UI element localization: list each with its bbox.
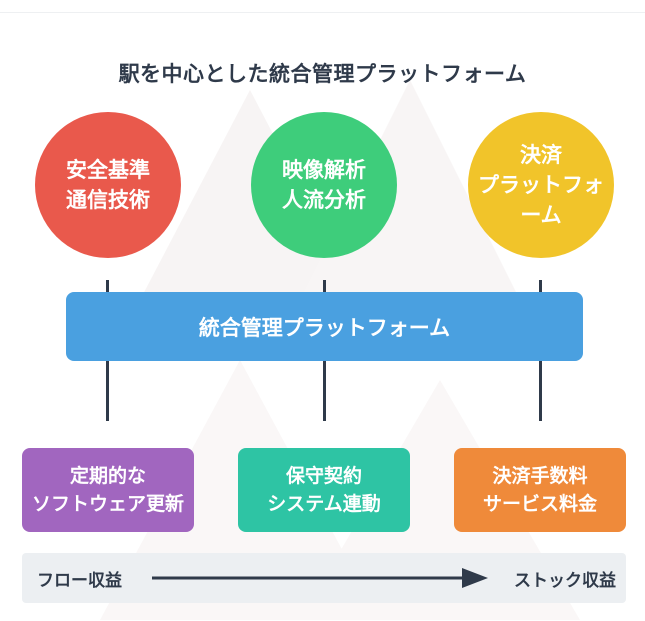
connector-line xyxy=(106,361,109,421)
revenue-box-payment-fees: 決済手数料 サービス料金 xyxy=(454,448,626,532)
revenue-box-software-updates: 定期的な ソフトウェア更新 xyxy=(22,448,194,532)
tech-label-line2: 人流分析 xyxy=(282,188,366,212)
tech-label-line2: 通信技術 xyxy=(66,188,150,212)
tech-label-line1: 決済 xyxy=(520,143,562,167)
connector-line xyxy=(539,361,542,421)
tech-label-line1: 安全基準 xyxy=(66,158,150,182)
tech-label-line1: 映像解析 xyxy=(282,158,366,182)
connector-line xyxy=(323,361,326,421)
revenue-label-line1: 定期的な xyxy=(69,465,146,487)
connector-line xyxy=(106,280,109,294)
revenue-flow-bar: フロー収益 ストック収益 xyxy=(22,553,626,603)
revenue-label-line1: 決済手数料 xyxy=(492,465,588,487)
flow-revenue-label: フロー収益 xyxy=(37,571,122,591)
revenue-label-line1: 保守契約 xyxy=(285,465,362,487)
revenue-label-line2: サービス料金 xyxy=(482,493,597,515)
arrow-right-icon xyxy=(152,568,488,588)
revenue-label-line2: ソフトウェア更新 xyxy=(31,493,184,515)
tech-circle-safety-comm: 安全基準 通信技術 xyxy=(35,112,181,258)
diagram-title: 駅を中心とした統合管理プラットフォーム xyxy=(118,62,527,86)
tech-circle-payment: 決済 プラットフォーム xyxy=(468,112,614,258)
tech-circle-video-analytics: 映像解析 人流分析 xyxy=(251,112,397,258)
stock-revenue-label: ストック収益 xyxy=(514,571,616,591)
revenue-box-maintenance: 保守契約 システム連動 xyxy=(238,448,410,532)
revenue-label-line2: システム連動 xyxy=(267,493,381,515)
platform-label: 統合管理プラットフォーム xyxy=(198,315,451,340)
connector-line xyxy=(539,280,542,294)
top-divider xyxy=(0,12,645,13)
tech-label-line2: プラットフォーム xyxy=(478,173,604,227)
connector-line xyxy=(323,280,326,294)
integrated-platform-bar: 統合管理プラットフォーム xyxy=(66,292,583,361)
